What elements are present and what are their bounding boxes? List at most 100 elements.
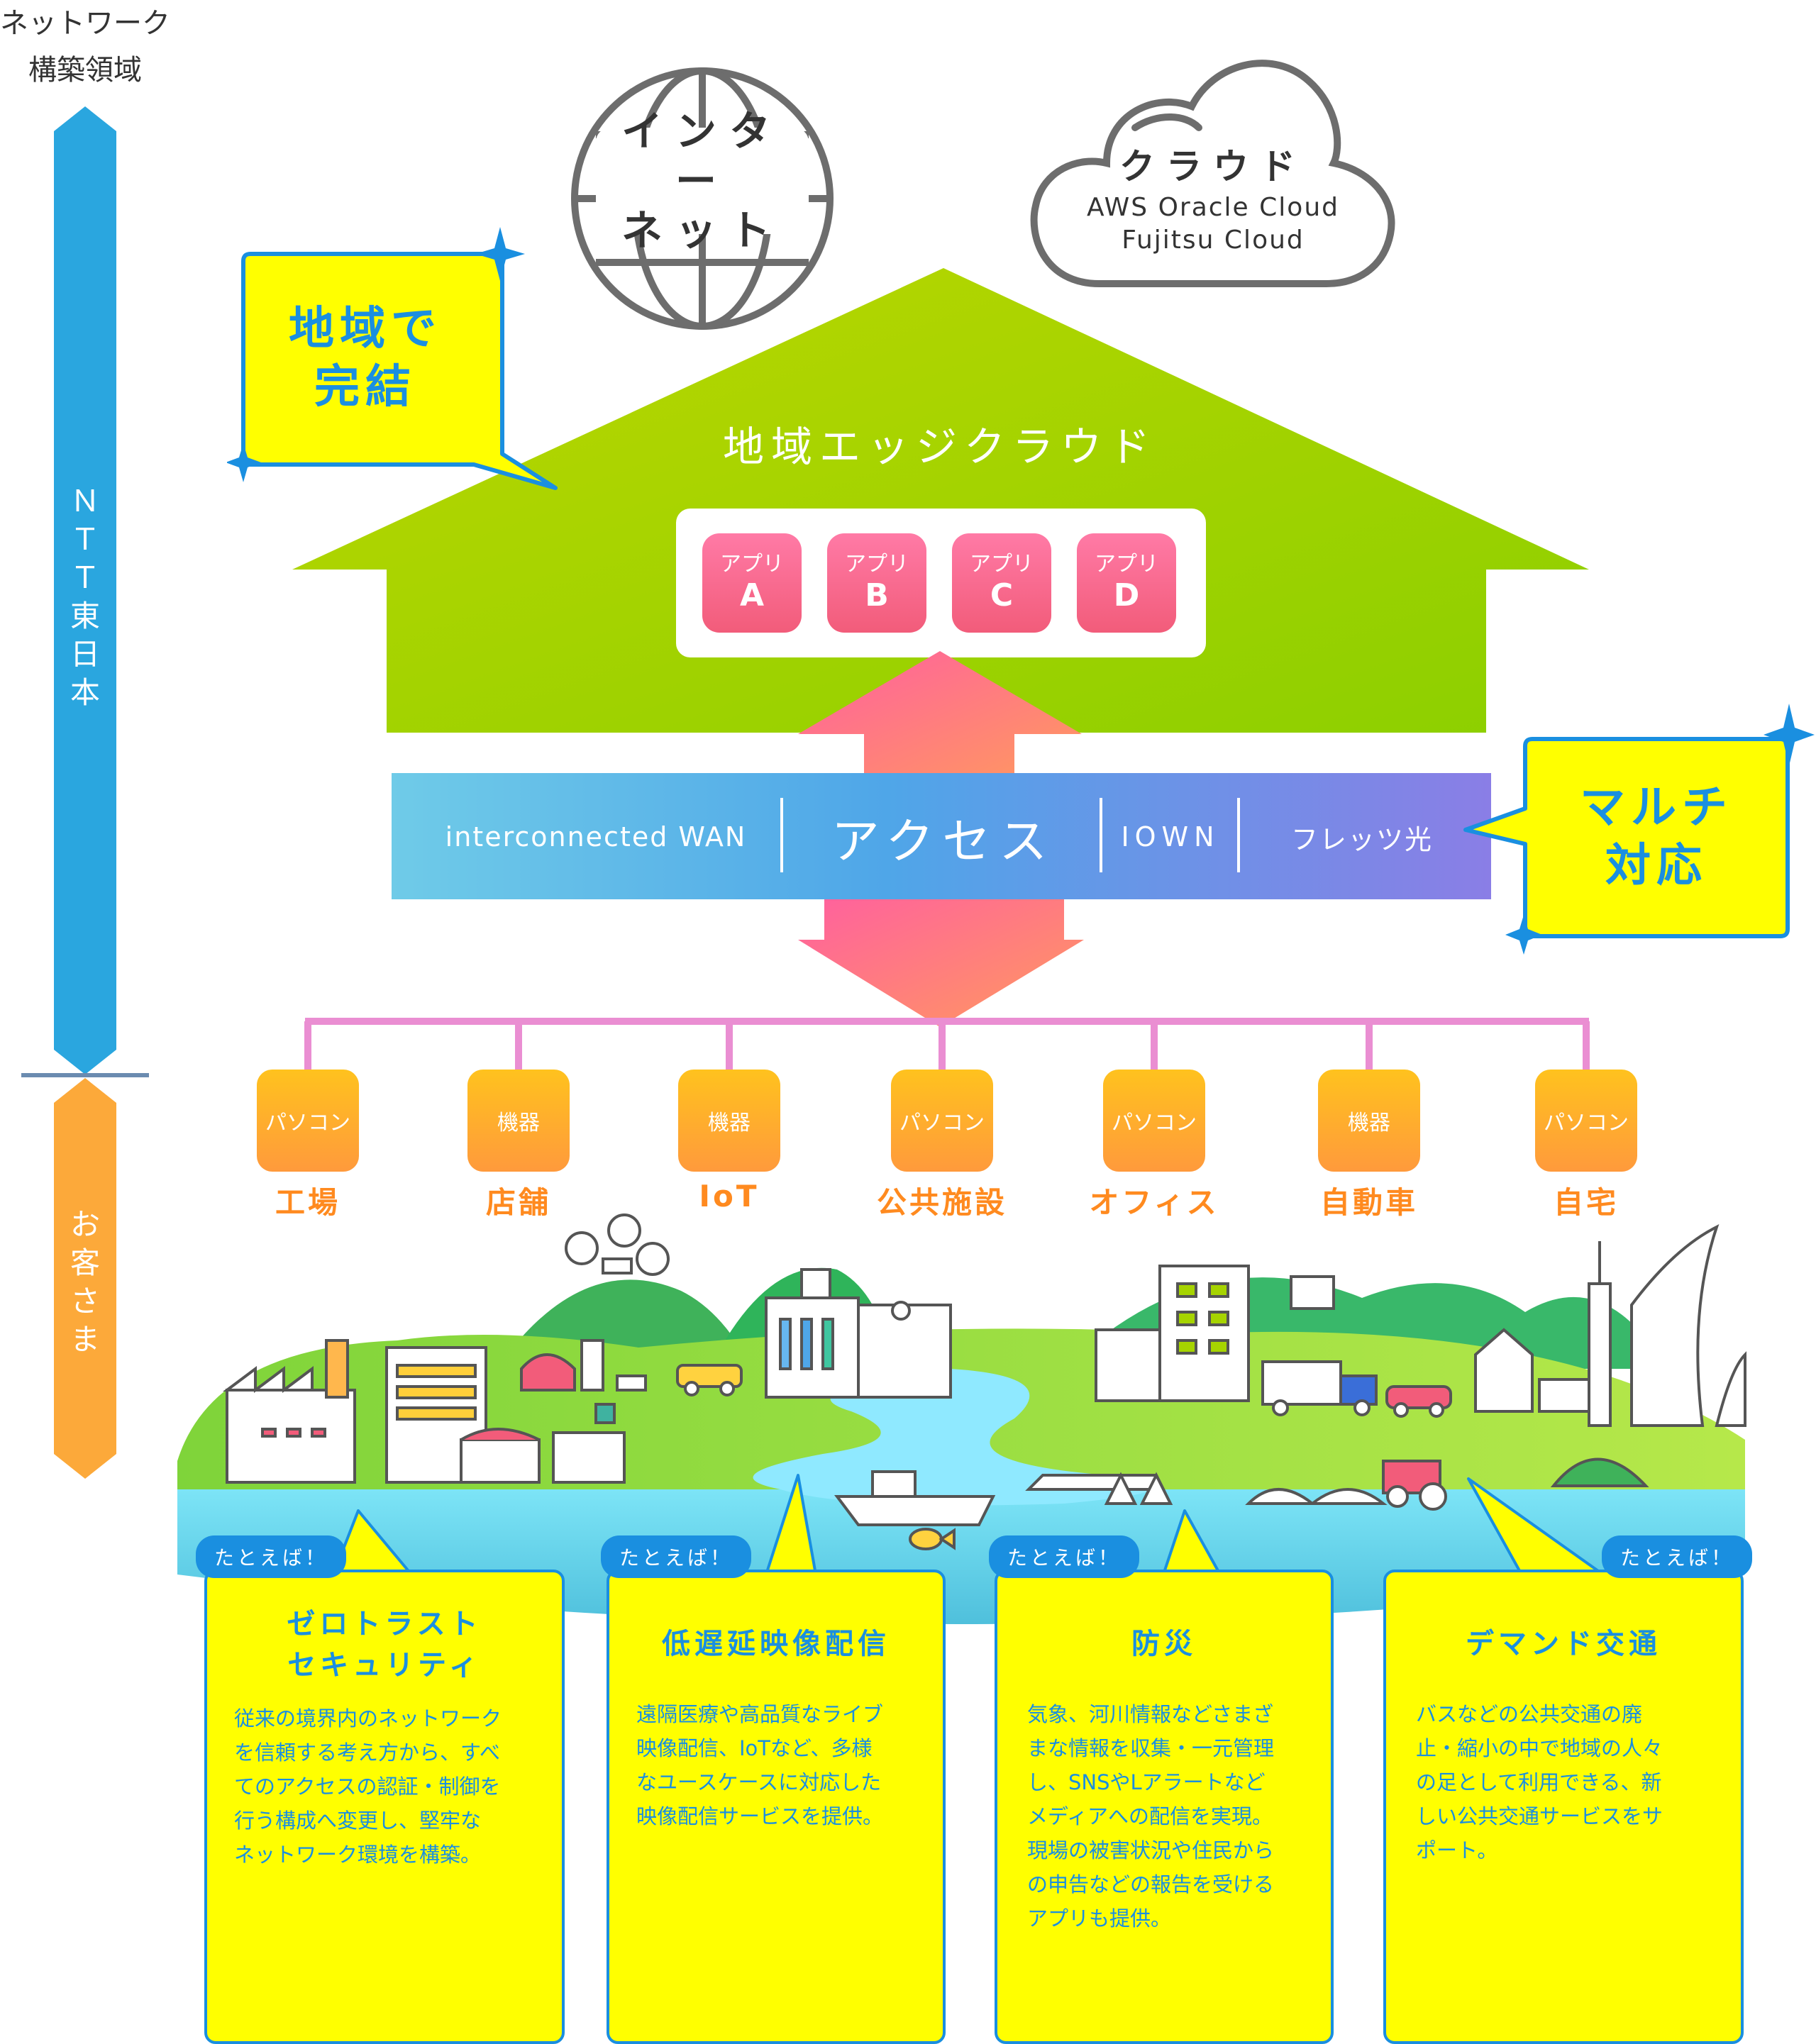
example-card-4: たとえば！ デマンド交通 バスなどの公共交通の廃 止・縮小の中で地域の人々 の足… <box>1383 1535 1752 2044</box>
example-card-3-body: 気象、河川情報などさまざ まな情報を収集・一元管理 し、SNSやLアラートなど … <box>997 1665 1331 1935</box>
app-a-label: アプリ <box>720 552 784 577</box>
example-card-1-body-line: てのアクセスの認証・制御を <box>234 1774 501 1799</box>
access-band <box>392 773 1491 899</box>
access-item-iown: IOWN <box>1121 821 1220 852</box>
internet-label-line2: ネット <box>621 206 783 255</box>
tractor <box>1382 1460 1447 1511</box>
office-building <box>1095 1265 1250 1402</box>
cloud-service-2: Fujitsu Cloud <box>1122 226 1305 255</box>
app-c-letter: C <box>990 577 1014 613</box>
example-card-1: たとえば！ ゼロトラスト セキュリティ 従来の境界内のネットワーク を信頼する考… <box>196 1535 565 2044</box>
river <box>753 1369 1155 1506</box>
device-office[interactable]: パソコン <box>1103 1070 1205 1172</box>
app-b-label: アプリ <box>845 552 909 577</box>
device-home[interactable]: パソコン <box>1535 1070 1637 1172</box>
device-iot[interactable]: 機器 <box>678 1070 780 1172</box>
example-card-3-body-line: 気象、河川情報などさまざ <box>1027 1702 1274 1726</box>
taxi <box>676 1364 743 1396</box>
app-a[interactable]: アプリ A <box>702 533 802 633</box>
local-callout-line2: 完結 <box>314 361 416 413</box>
multi-callout-line2: 対応 <box>1605 840 1707 892</box>
vertical-char: さ <box>70 1284 100 1318</box>
multi-callout-shape <box>1463 704 1815 955</box>
access-title: アクセス <box>831 813 1056 870</box>
vertical-char: Ｔ <box>70 560 100 595</box>
example-card-1-body-line: 従来の境界内のネットワーク <box>234 1706 502 1731</box>
example-card-2-title: 低遅延映像配信 <box>662 1628 890 1660</box>
device-label-car: 自動車 <box>1319 1185 1418 1220</box>
device-label-public: 公共施設 <box>876 1185 1007 1220</box>
breakwater <box>1025 1472 1173 1505</box>
vertical-char: ま <box>70 1322 100 1357</box>
example-card-4-body-line: の足として利用できる、新 <box>1416 1770 1662 1794</box>
access-item-flets: フレッツ光 <box>1290 823 1433 855</box>
vertical-char: 客 <box>70 1245 100 1280</box>
device-car[interactable]: 機器 <box>1318 1070 1420 1172</box>
local-callout: 地域で 完結 <box>248 262 482 454</box>
red-car <box>1385 1385 1452 1418</box>
network-scope-title-line1: ネットワーク <box>0 7 170 40</box>
edge-cloud-house <box>292 268 1589 733</box>
example-card-4-title: デマンド交通 <box>1466 1628 1661 1660</box>
town-illustration <box>177 1213 1746 1624</box>
access-divider-2 <box>1100 798 1102 872</box>
device-label-home: 自宅 <box>1553 1185 1619 1220</box>
example-card-1-title-line2: セキュリティ <box>287 1649 482 1682</box>
cloud-title: クラウド <box>1119 146 1307 187</box>
example-card-3-tag: たとえば！ <box>989 1535 1140 1578</box>
factory-building <box>223 1339 356 1484</box>
example-card-1-title-line1: ゼロトラスト <box>287 1608 482 1640</box>
city-towers <box>1588 1224 1746 1427</box>
vertical-char: Ｔ <box>70 522 100 557</box>
example-card-3-body-line: 現場の被害状況や住民から <box>1027 1838 1275 1862</box>
app-b[interactable]: アプリ B <box>827 533 926 633</box>
example-card-4-body-line: 止・縮小の中で地域の人々 <box>1416 1736 1663 1760</box>
card-2-pointer <box>765 1474 817 1576</box>
local-callout-line1: 地域で <box>289 303 442 355</box>
device-public[interactable]: パソコン <box>891 1070 993 1172</box>
device-shop[interactable]: 機器 <box>467 1070 570 1172</box>
example-card-1-title: ゼロトラスト セキュリティ <box>207 1604 562 1686</box>
device-label-factory: 工場 <box>275 1185 340 1220</box>
cloud-label: クラウド AWS Oracle Cloud Fujitsu Cloud <box>1078 142 1348 257</box>
device-factory[interactable]: パソコン <box>257 1070 359 1172</box>
example-card-2-tag: たとえば！ <box>601 1535 752 1578</box>
multi-callout: マルチ 対応 <box>1532 745 1781 929</box>
vertical-char: お <box>70 1207 100 1242</box>
example-card-4-body: バスなどの公共交通の廃 止・縮小の中で地域の人々 の足として利用できる、新 しい… <box>1386 1665 1741 1867</box>
vertical-char: 東 <box>70 599 100 633</box>
cloud-icon <box>1030 60 1395 287</box>
access-divider-3 <box>1237 798 1240 872</box>
internet-label: インター ネット <box>596 107 809 255</box>
customer-bar <box>54 1078 116 1479</box>
device-tree-lines <box>304 1018 1590 1078</box>
vertical-char: 本 <box>70 675 100 710</box>
example-card-1-tag: たとえば！ <box>196 1535 347 1578</box>
truck <box>1261 1360 1378 1416</box>
app-d-letter: D <box>1113 577 1140 613</box>
shop-building <box>385 1346 626 1484</box>
example-card-3-title: 防災 <box>1131 1628 1197 1660</box>
app-d-label: アプリ <box>1095 552 1158 577</box>
card-4-pointer <box>1467 1477 1605 1576</box>
example-card-1-body-line: を信頼する考え方から、すべ <box>234 1740 500 1765</box>
scope-bars <box>21 106 149 1479</box>
card-3-pointer <box>1162 1509 1222 1576</box>
device-label-office: オフィス <box>1089 1185 1219 1220</box>
example-card-4-body-line: バスなどの公共交通の廃 <box>1416 1702 1643 1726</box>
provider-bar <box>54 106 116 1074</box>
example-card-3-body-line: まな情報を収集・一元管理 <box>1027 1736 1275 1760</box>
app-d[interactable]: アプリ D <box>1077 533 1176 633</box>
island-water-base <box>177 1482 1745 1624</box>
barn <box>520 1339 647 1392</box>
device-label-shop: 店舗 <box>485 1185 551 1220</box>
vertical-char: 日 <box>70 637 100 672</box>
access-divider-1 <box>780 798 783 872</box>
example-card-2-body-line: 映像配信、IoTなど、多様 <box>636 1736 873 1760</box>
network-scope-title: ネットワーク 構築領域 <box>0 0 170 94</box>
example-card-3-body-line: アプリも提供。 <box>1027 1906 1172 1931</box>
example-card-4-body-line: ポート。 <box>1416 1838 1498 1862</box>
app-c-label: アプリ <box>970 552 1034 577</box>
example-card-3-body-line: メディアへの配信を実現。 <box>1027 1804 1273 1828</box>
app-c[interactable]: アプリ C <box>952 533 1051 633</box>
